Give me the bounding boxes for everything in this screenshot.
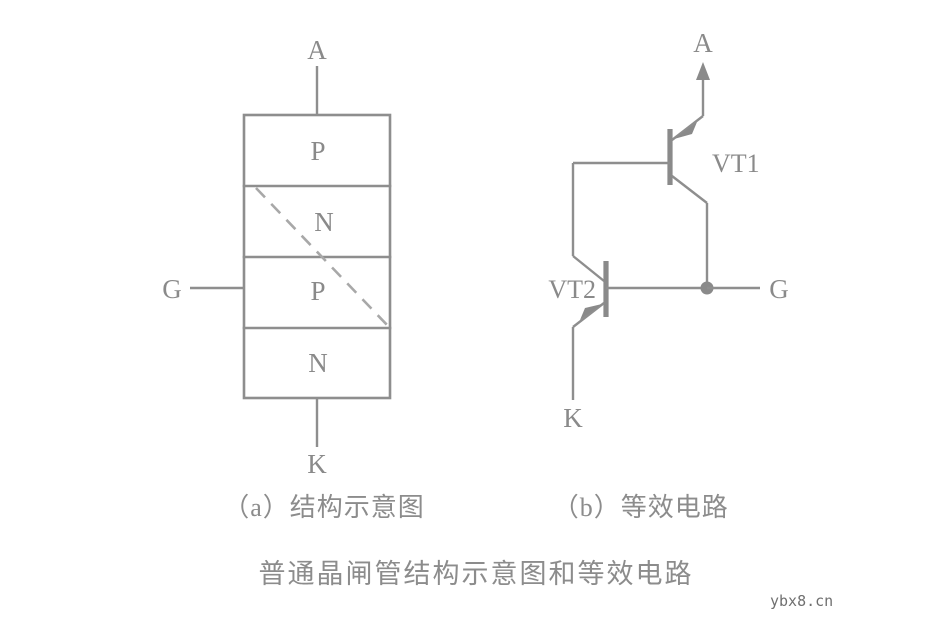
vt2-label: VT2	[548, 275, 596, 304]
structure-layer-label-4: N	[308, 348, 328, 378]
vt2-collector-lead-diagonal	[572, 255, 605, 282]
vt1-label: VT1	[712, 149, 760, 178]
structure-layer-label-3: P	[310, 276, 325, 306]
vt2-emitter-lead-diagonal	[572, 302, 605, 328]
vt2-emitter-arrow	[580, 304, 602, 320]
structure-gate-label: G	[162, 274, 182, 304]
figure-title: 普通晶闸管结构示意图和等效电路	[258, 559, 694, 589]
circuit-cathode-label: K	[563, 403, 583, 433]
structure-layer-label-1: P	[310, 136, 325, 166]
structure-dashed-diagonal	[255, 187, 390, 328]
vt1-emitter-lead-diagonal	[671, 115, 704, 141]
caption-a: （a）结构示意图	[223, 493, 425, 522]
caption-row: （a）结构示意图 （b）等效电路	[0, 487, 952, 524]
equivalent-circuit-group: A VT1 VT2 G K	[548, 28, 788, 433]
circuit-anode-label: A	[693, 28, 713, 58]
structure-diagram-group: A P N P N G K	[162, 35, 392, 479]
caption-b: （b）等效电路	[552, 493, 729, 522]
vt1-emitter-arrow	[674, 122, 697, 139]
vt1-collector-lead-diagonal	[671, 175, 708, 204]
structure-anode-label: A	[307, 35, 327, 65]
structure-layer-label-2: N	[314, 207, 334, 237]
circuit-gate-label: G	[769, 274, 789, 304]
structure-cathode-label: K	[307, 449, 327, 479]
circuit-anode-arrow	[696, 62, 710, 80]
watermark: ybx8.cn	[770, 592, 834, 610]
